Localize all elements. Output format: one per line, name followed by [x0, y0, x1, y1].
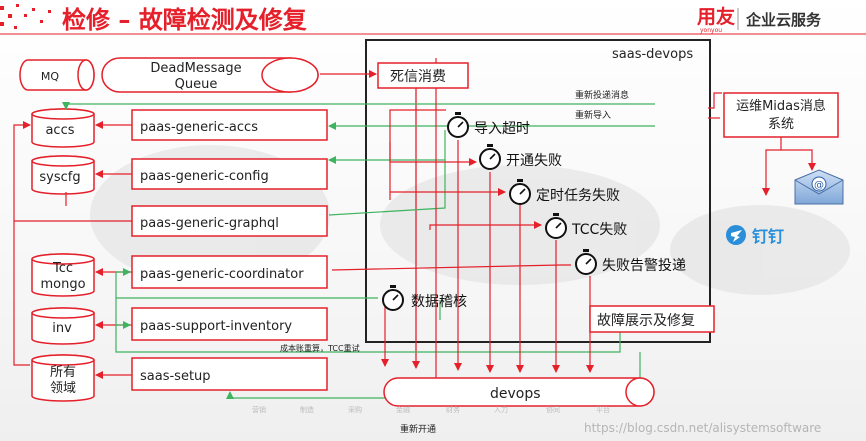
green-arrow-labels: 重新投递消息 重新导入 成本账重算，TCC重试 重新开通 [280, 89, 629, 435]
domains-cylinder-top [31, 354, 95, 366]
dead-queue-cap [261, 57, 319, 93]
dingtalk-icon [726, 225, 746, 245]
email-at-symbol: @ [814, 180, 824, 191]
devops-db-label: devops [490, 386, 541, 402]
dead-queue-line1: DeadMessage [150, 61, 241, 76]
service-labels: paas-generic-accs paas-generic-config pa… [140, 120, 304, 384]
dingtalk-label: 钉钉 [752, 227, 784, 246]
timer-label: 失败告警投递 [602, 258, 686, 274]
midas-label-line1: 运维Midas消息 [736, 98, 826, 114]
timer-alarm-delivery-failed: 失败告警投递 [575, 249, 686, 275]
left-datasources [19, 57, 319, 402]
watermark: https://blog.csdn.net/alisystemsoftware [584, 421, 821, 435]
service-label: paas-generic-accs [140, 120, 258, 135]
timer-scheduled-job-failed: 定时任务失败 [509, 179, 620, 205]
tcc-label-line2: mongo [40, 277, 85, 292]
midas-box [723, 92, 839, 138]
service-box-graphql [131, 205, 328, 237]
saas-devops-label: saas-devops [612, 47, 693, 62]
service-box-inventory [131, 307, 328, 341]
service-box-coordinator [131, 255, 328, 289]
devops-db: devops [383, 377, 655, 407]
cost-retry-label: 成本账重算，TCC重试 [280, 343, 360, 353]
fault-display-label: 故障展示及修复 [597, 312, 695, 329]
service-label: paas-generic-graphql [140, 216, 279, 231]
service-box-accs [131, 109, 328, 141]
service-box-setup [131, 357, 328, 391]
stopwatch-icon [382, 285, 404, 311]
left-red-connectors [13, 121, 132, 379]
accs-cylinder-top [31, 108, 95, 120]
reopen-label: 重新开通 [400, 423, 436, 435]
timer-label: 数据稽核 [411, 294, 467, 310]
dead-letter-label: 死信消费 [390, 69, 446, 85]
reimport-label: 重新导入 [575, 109, 611, 121]
timer-list: 导入超时 开通失败 定时任务失败 TCC失败 失败告警投递 数据稽核 [382, 112, 686, 311]
timer-open-failed: 开通失败 [479, 144, 562, 170]
service-label: paas-generic-config [140, 169, 269, 184]
bg-label: 采购 [348, 405, 362, 414]
stopwatch-icon [545, 213, 567, 239]
timer-data-audit: 数据稽核 [382, 285, 467, 311]
timer-label: 导入超时 [474, 121, 530, 137]
inv-label: inv [52, 321, 72, 336]
bg-label: 平台 [596, 405, 610, 414]
mq-cylinder-cap [77, 59, 95, 91]
bg-label: 营销 [252, 405, 266, 414]
midas-label-line2: 系统 [768, 117, 794, 132]
bg-label: 人力 [494, 405, 508, 414]
stopwatch-icon [479, 144, 501, 170]
service-boxes [131, 109, 328, 391]
dead-letter-box [377, 62, 469, 89]
tcc-label-line1: Tcc [52, 261, 73, 276]
mq-label: MQ [41, 70, 59, 83]
domains-label-line2: 领域 [50, 381, 76, 396]
timer-label: TCC失败 [571, 222, 627, 238]
stopwatch-icon [575, 249, 597, 275]
service-label: paas-support-inventory [140, 319, 292, 334]
stopwatch-icon [447, 112, 469, 138]
header: 检修 – 故障检测及修复 用友 yonyou 企业云服务 [0, 4, 866, 35]
syscfg-label: syscfg [39, 170, 80, 185]
timer-label: 开通失败 [506, 153, 562, 169]
service-box-config [131, 158, 328, 190]
timer-tcc-failed: TCC失败 [545, 213, 627, 239]
dead-queue-line2: Queue [175, 77, 218, 92]
saas-devops-box [365, 39, 711, 343]
tcc-mongo-cylinder-top [31, 253, 95, 265]
left-datasource-labels: MQ DeadMessage Queue accs syscfg Tcc mon… [39, 61, 241, 396]
domains-label-line1: 所有 [50, 365, 76, 380]
bg-label: 制造 [300, 405, 314, 414]
service-label: paas-generic-coordinator [140, 267, 304, 282]
bg-label: 金融 [396, 405, 410, 414]
stopwatch-icon [509, 179, 531, 205]
accs-label: accs [45, 123, 74, 138]
timer-import-timeout: 导入超时 [447, 112, 530, 138]
service-label: saas-setup [140, 369, 211, 384]
bg-label: 协同 [546, 405, 560, 414]
email-icon: @ [794, 169, 844, 205]
redeliver-label: 重新投递消息 [575, 89, 629, 101]
green-feedback-lines [62, 102, 655, 399]
devops-db-cap [625, 377, 655, 407]
fault-display-box [589, 305, 715, 333]
brand-logo: 用友 [697, 5, 735, 28]
brand-sub: yonyou [700, 27, 722, 34]
dead-letter-flow [320, 70, 420, 369]
syscfg-cylinder-top [31, 155, 95, 167]
slide-title: 检修 – 故障检测及修复 [62, 6, 308, 34]
header-decoration [0, 4, 51, 29]
inv-cylinder-top [31, 307, 95, 319]
brand-text: 企业云服务 [745, 11, 822, 29]
midas-connectors [708, 92, 816, 196]
background-domain-labels: 营销 制造 采购 金融 财务 人力 协同 平台 [252, 405, 610, 414]
timer-label: 定时任务失败 [536, 188, 620, 204]
bg-label: 财务 [446, 405, 460, 414]
